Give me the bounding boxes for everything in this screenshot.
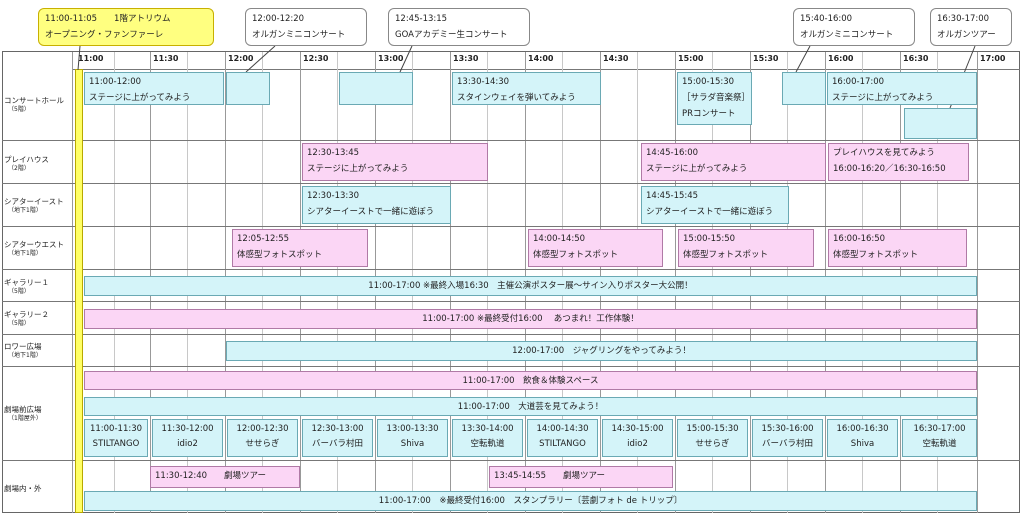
time-label: 11:00 xyxy=(78,54,104,63)
room-label-gallery-1: ギャラリー１（5階） xyxy=(4,278,49,295)
time-label: 12:00 xyxy=(228,54,254,63)
time-label: 15:00 xyxy=(678,54,704,63)
opening-fanfare-bar xyxy=(75,69,83,513)
row-divider xyxy=(2,140,1020,141)
event-theater-tour-1[interactable]: 11:30-12:40 劇場ツアー xyxy=(150,466,300,488)
row-divider xyxy=(2,269,1020,270)
room-label-concert-hall: コンサートホール（5階） xyxy=(4,96,64,113)
row-divider xyxy=(2,334,1020,335)
event-street-performance[interactable]: 11:00-17:00 大道芸を見てみよう！ xyxy=(84,397,977,416)
time-label: 15:30 xyxy=(753,54,779,63)
row-divider xyxy=(2,366,1020,367)
event-organ-mini-concert-block-2[interactable] xyxy=(782,72,826,105)
room-label-theater-west: シアターウエスト（地下1階） xyxy=(4,240,64,257)
time-label: 14:00 xyxy=(528,54,554,63)
time-label: 12:30 xyxy=(303,54,329,63)
room-label-inside-outside: 劇場内・外 xyxy=(4,484,42,493)
time-label: 17:00 xyxy=(980,54,1006,63)
event-stamp-rally[interactable]: 11:00-17:00 ※最終受付16:00 スタンプラリー〔芸劇フォト de … xyxy=(84,491,977,511)
event-salad-festival-concert[interactable]: 15:00-15:30［サラダ音楽祭］PRコンサート xyxy=(677,72,752,125)
grid-line xyxy=(977,52,978,513)
room-label-gallery-2: ギャラリー２（5階） xyxy=(4,310,49,327)
time-label: 16:30 xyxy=(903,54,929,63)
event-poster-exhibition[interactable]: 11:00-17:00 ※最終入場16:30 主催公演ポスター展～サイン入りポス… xyxy=(84,276,977,296)
event-organ-tour-block[interactable] xyxy=(904,108,977,139)
event-craft-workshop[interactable]: 11:00-17:00 ※最終受付16:00 あつまれ！工作体験！ xyxy=(84,309,977,329)
event-theater-tour-2[interactable]: 13:45-14:55 劇場ツアー xyxy=(489,466,673,488)
room-label-front-plaza: 劇場前広場（1階屋外） xyxy=(4,405,42,422)
event-organ-mini-concert-block[interactable] xyxy=(226,72,270,105)
room-label-theater-east: シアターイースト（地下1階） xyxy=(4,197,64,214)
time-label: 11:30 xyxy=(153,54,179,63)
event-food-space[interactable]: 11:00-17:00 飲食＆体験スペース xyxy=(84,371,977,390)
label-column-divider xyxy=(72,52,73,513)
callout-opening-fanfare[interactable]: 11:00-11:05 1階アトリウムオープニング・ファンファーレ xyxy=(38,8,214,46)
row-divider xyxy=(2,226,1020,227)
time-label: 13:00 xyxy=(378,54,404,63)
row-divider xyxy=(2,301,1020,302)
room-label-lower-plaza: ロワー広場（地下1階） xyxy=(4,342,42,359)
event-goa-concert-block[interactable] xyxy=(339,72,413,105)
time-label: 16:00 xyxy=(828,54,854,63)
row-divider xyxy=(2,460,1020,461)
event-juggling[interactable]: 12:00-17:00 ジャグリングをやってみよう！ xyxy=(226,341,977,361)
time-label: 13:30 xyxy=(453,54,479,63)
schedule-grid xyxy=(2,51,1020,513)
room-label-playhouse: プレイハウス（2階） xyxy=(4,155,49,172)
time-label: 14:30 xyxy=(603,54,629,63)
header-divider xyxy=(72,69,1020,70)
row-divider xyxy=(2,183,1020,184)
